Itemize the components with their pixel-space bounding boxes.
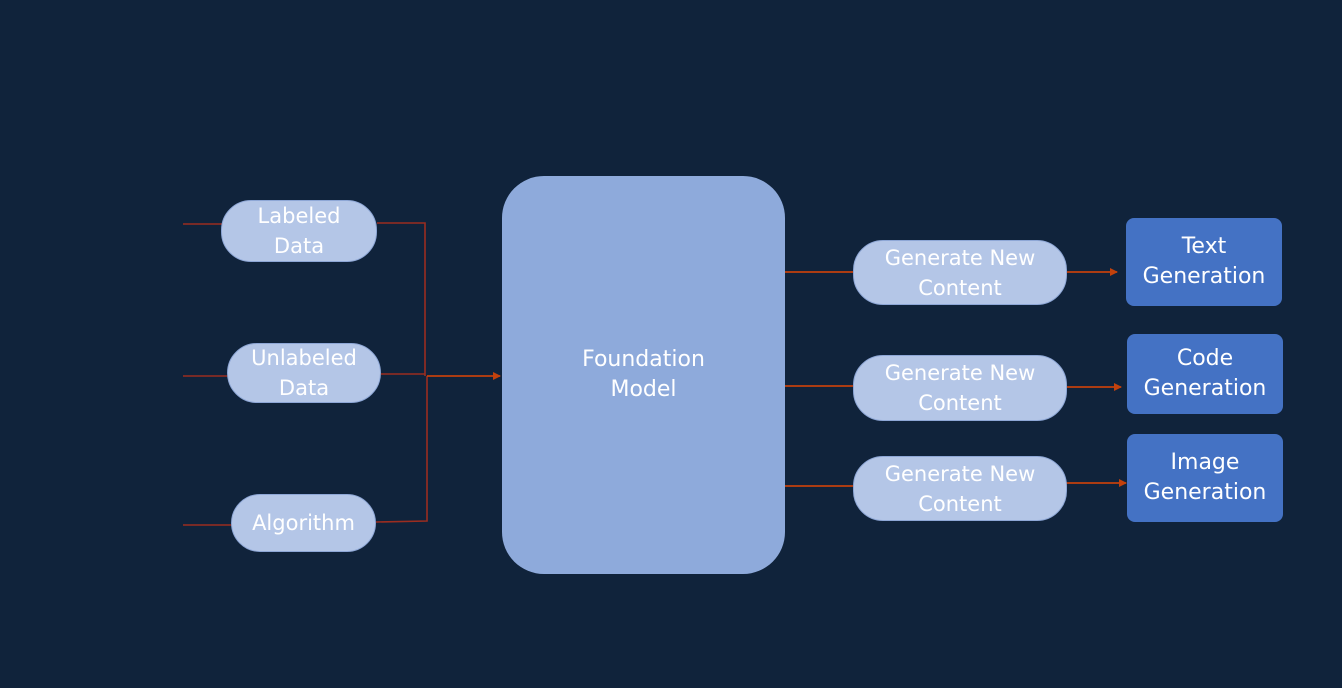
foundation-model-node: Foundation Model [502,176,785,574]
image-generation-node: Image Generation [1127,434,1283,522]
code-generation-node: Code Generation [1127,334,1283,414]
code-generation-label: Code Generation [1143,346,1267,401]
algorithm-connector [375,376,428,523]
generate-content-node-2: Generate New Content [853,355,1067,421]
labeled-data-label: Labeled Data [257,204,341,258]
algorithm-label: Algorithm [252,511,355,535]
generate-content-node-3: Generate New Content [853,456,1067,521]
labeled-data-node: Labeled Data [221,200,377,262]
algorithm-node: Algorithm [231,494,376,552]
generate-content-node-1: Generate New Content [853,240,1067,305]
generate-content-label-2: Generate New Content [884,361,1036,415]
foundation-model-label: Foundation Model [582,347,705,402]
text-generation-node: Text Generation [1126,218,1282,306]
unlabeled-data-label: Unlabeled Data [251,346,357,400]
image-generation-label: Image Generation [1143,450,1267,505]
unlabeled-data-node: Unlabeled Data [227,343,381,403]
text-generation-label: Text Generation [1142,234,1266,289]
labeled-data-connector [377,222,426,376]
generate-content-label-1: Generate New Content [884,245,1036,300]
generate-content-label-3: Generate New Content [884,461,1036,516]
